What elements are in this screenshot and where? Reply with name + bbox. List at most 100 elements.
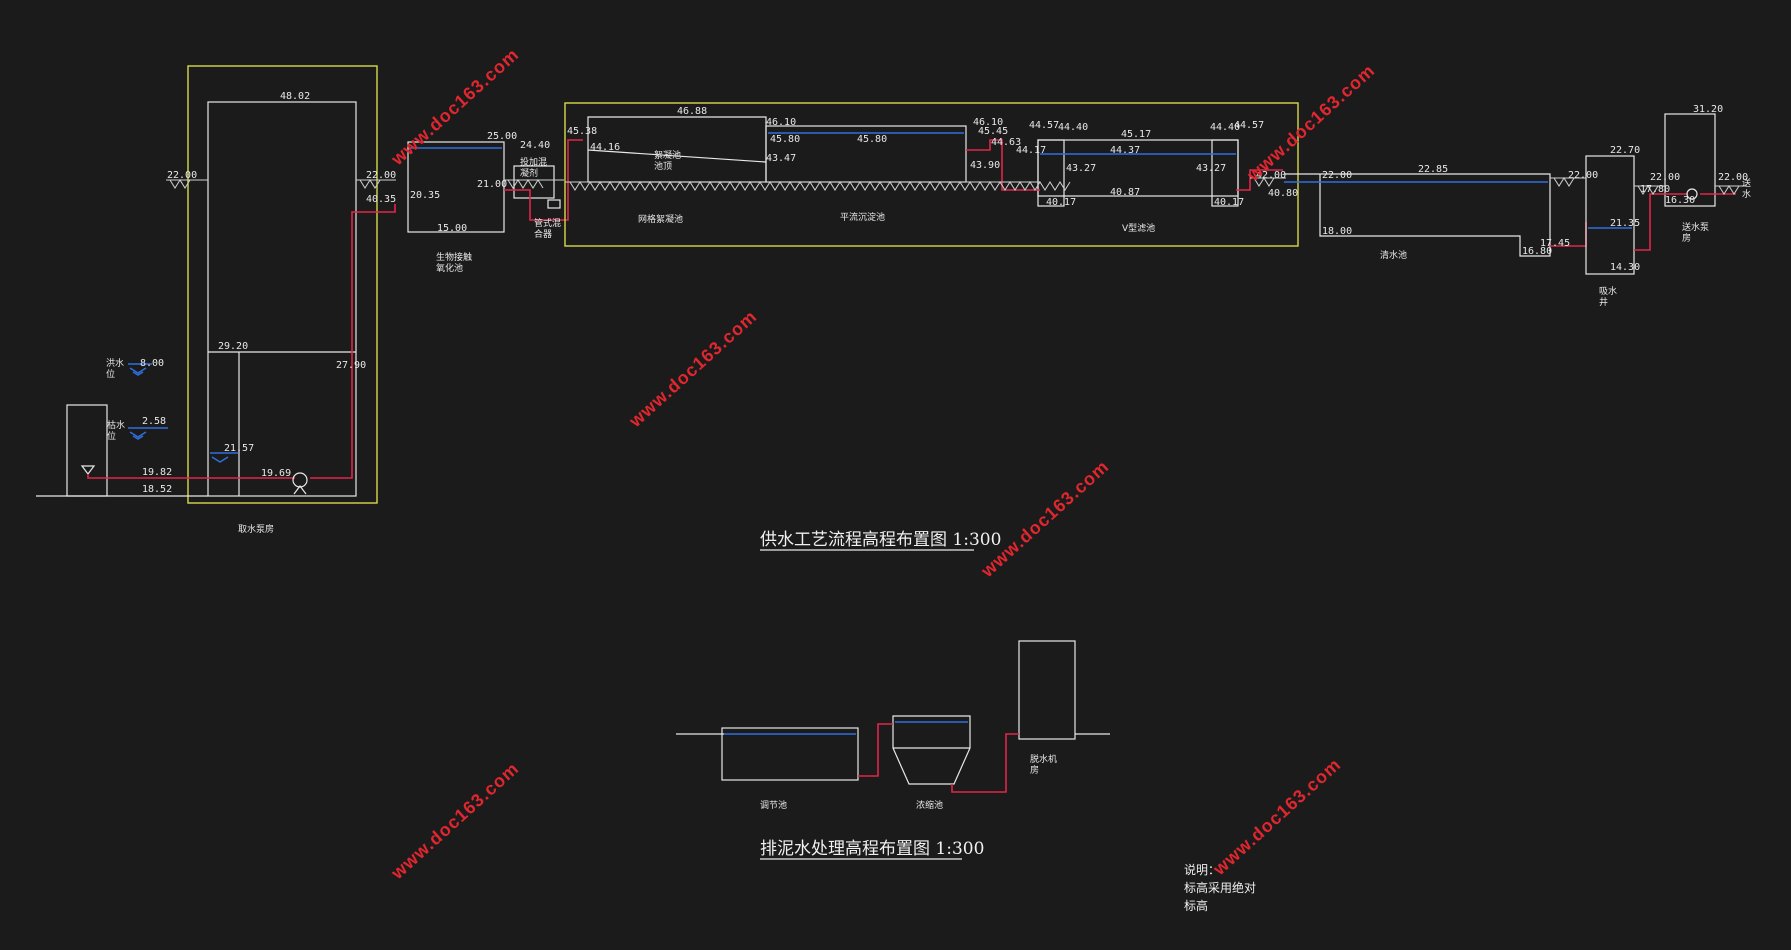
ground-hatch (1250, 177, 1586, 187)
elev-label: 40.35 (366, 194, 396, 205)
elev-label: 17.45 (1540, 238, 1570, 249)
process-pipe-1 (504, 139, 583, 221)
low-level-icon (129, 431, 147, 440)
filter-right-channel (1211, 139, 1239, 207)
elev-label: 44.57 (1029, 120, 1059, 131)
regulate-tank (721, 727, 859, 781)
raw-water-pipe (87, 204, 396, 479)
elev-label: 22.00 (366, 170, 396, 181)
intake-pump-house: 48.02 22.00 22.00 40.35 29.20 27.90 21.5… (36, 65, 396, 535)
high-level-label: 洪水位 (106, 357, 124, 380)
elev-label: 45.80 (770, 134, 800, 145)
elev-label: 42.00 (1256, 170, 1286, 181)
regulate-label: 调节池 (760, 799, 787, 811)
supply-title: 供水工艺流程高程布置图 1:300 (760, 530, 1001, 550)
elev-label: 44.17 (1016, 145, 1046, 156)
elev-label: 44.40 (1058, 122, 1088, 133)
ground-hatch (504, 179, 564, 189)
sludge-pipe (858, 723, 1019, 793)
bio-contact-tank: 25.00 24.40 20.35 21.00 15.00 生物接触氧化池 投加… (407, 131, 583, 274)
intake-head (66, 404, 108, 497)
ground-hatch (166, 179, 396, 189)
clear-tank-label: 清水池 (1380, 249, 1407, 261)
supply-out-label: 送水 (1742, 177, 1751, 200)
intake-boundary (187, 65, 378, 504)
elev-label: 22.70 (1610, 145, 1640, 156)
sed-label: 平流沉淀池 (840, 211, 885, 223)
elev-label: 21.57 (224, 443, 254, 454)
filter-left-channel (1037, 139, 1065, 207)
elev-label: 25.00 (487, 131, 517, 142)
water-level-icon (80, 465, 96, 475)
process-pipe-2 (966, 139, 1283, 191)
elev-label: 2.58 (142, 416, 166, 427)
low-level-label: 枯水位 (107, 419, 125, 442)
elev-label: 40.17 (1046, 197, 1076, 208)
elev-label: 44.37 (1110, 145, 1140, 156)
elev-label: 43.27 (1196, 163, 1226, 174)
thickener-label: 浓缩池 (916, 799, 943, 811)
pump2-house (1664, 113, 1716, 207)
elev-label: 40.17 (1214, 197, 1244, 208)
elev-label: 45.17 (1121, 129, 1151, 140)
watermark: www.doc163.com (625, 306, 761, 432)
elev-label: 46.10 (973, 117, 1003, 128)
thickener-tank (892, 715, 971, 785)
sludge-title: 排泥水处理高程布置图 1:300 (760, 839, 984, 859)
elev-label: 22.00 (1718, 172, 1748, 183)
watermark: www.doc163.com (387, 44, 523, 170)
sludge-system: 调节池 浓缩池 脱水机房 (676, 640, 1110, 811)
note-line: 标高 (1184, 898, 1208, 913)
flocc-sub-label: 絮凝池池顶 (654, 149, 681, 172)
elev-label: 24.40 (520, 140, 550, 151)
elev-label: 16.30 (1665, 195, 1695, 206)
intake-level-icon (211, 456, 229, 463)
delivery-pipe (1634, 193, 1736, 251)
flocc-label: 网格絮凝池 (638, 213, 683, 225)
treatment-block: 45.38 44.16 46.88 46.10 45.80 43.47 45.8… (564, 102, 1299, 247)
pump2-label: 送水泵房 (1682, 221, 1709, 244)
watermark: www.doc163.com (387, 758, 523, 884)
dewater-house (1018, 640, 1076, 740)
elev-label: 18.00 (1322, 226, 1352, 237)
elev-label: 29.20 (218, 341, 248, 352)
elev-label: 19.69 (261, 468, 291, 479)
pump-base-icon (293, 485, 307, 495)
elev-label: 14.30 (1610, 262, 1640, 273)
elev-label: 22.85 (1418, 164, 1448, 175)
filter-label: V型滤池 (1122, 222, 1155, 234)
elev-label: 44.40 (1210, 122, 1240, 133)
ground-hatch (565, 181, 1071, 191)
elev-label: 21.35 (1610, 218, 1640, 229)
intake-pump-label: 取水泵房 (238, 523, 274, 535)
elev-label: 43.27 (1066, 163, 1096, 174)
elev-label: 45.45 (978, 126, 1008, 137)
watermark: www.doc163.com (1209, 754, 1345, 880)
elev-label: 17.80 (1640, 184, 1670, 195)
elev-label: 16.80 (1522, 246, 1552, 257)
elev-label: 43.90 (970, 160, 1000, 171)
elev-label: 40.87 (1110, 187, 1140, 198)
ground-hatch (1634, 185, 1747, 195)
dewater-label: 脱水机房 (1030, 753, 1057, 776)
drawing-note: 说明： 标高采用绝对 标高 (1184, 862, 1256, 913)
elev-label: 22.00 (167, 170, 197, 181)
mixer-label: 管式混合器 (534, 217, 561, 240)
pump2-icon (1686, 188, 1698, 200)
high-level-icon (129, 367, 147, 376)
elev-label: 45.38 (567, 126, 597, 137)
elev-label: 18.52 (142, 484, 172, 495)
elev-label: 44.16 (590, 142, 620, 153)
elev-label: 40.80 (1268, 188, 1298, 199)
elev-label: 27.90 (336, 360, 366, 371)
elev-label: 48.02 (280, 91, 310, 102)
flocc-slope (587, 149, 767, 163)
dosing-box (513, 165, 555, 199)
elev-label: 43.47 (766, 153, 796, 164)
note-line: 说明： (1184, 862, 1220, 877)
note-line: 标高采用绝对 (1184, 880, 1256, 895)
bio-tank-label: 生物接触氧化池 (436, 251, 472, 274)
elev-label: 22.00 (1650, 172, 1680, 183)
